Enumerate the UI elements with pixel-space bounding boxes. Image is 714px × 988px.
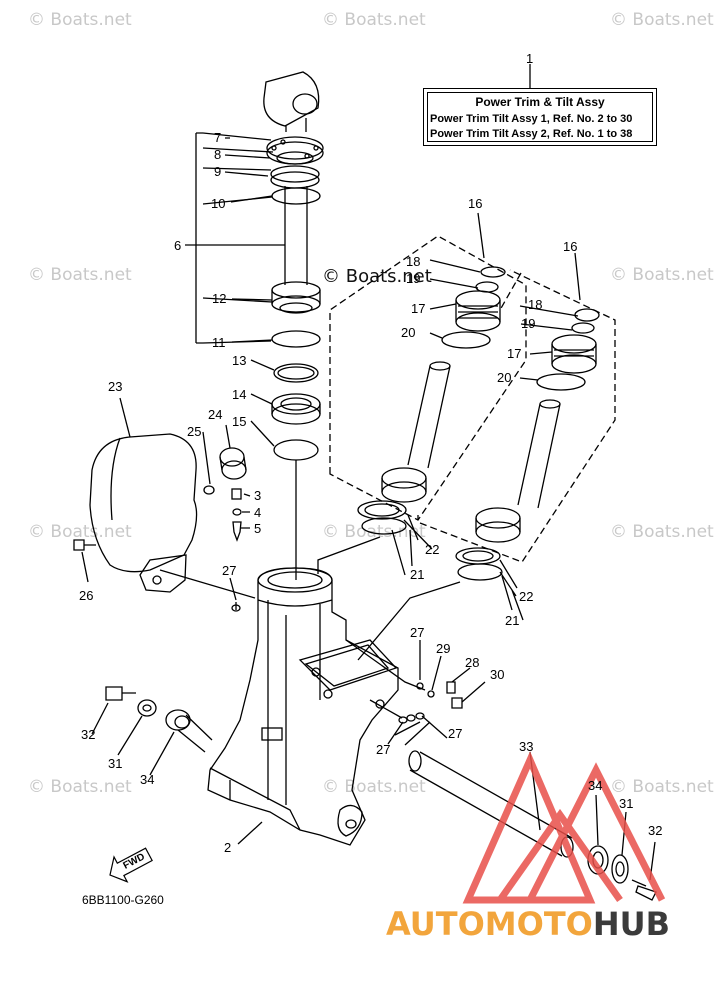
callout-1: 1 — [526, 51, 534, 66]
callout-19-a: 19 — [406, 271, 421, 286]
callout-29: 29 — [436, 641, 451, 656]
callout-34-left: 34 — [140, 772, 155, 787]
callout-22-b: 22 — [519, 589, 534, 604]
callout-18-b: 18 — [528, 297, 543, 312]
callout-27-right: 27 — [448, 726, 463, 741]
watermark: © Boats.net — [610, 10, 714, 30]
callout-30: 30 — [490, 667, 505, 682]
callout-14: 14 — [232, 387, 247, 402]
callout-20-b: 20 — [497, 370, 512, 385]
watermark: © Boats.net — [610, 265, 714, 285]
callout-16-b: 16 — [563, 239, 578, 254]
watermark: © Boats.net — [28, 522, 132, 542]
callout-25: 25 — [187, 424, 202, 439]
watermark: © Boats.net — [610, 777, 714, 797]
assembly-line-2: Power Trim Tilt Assy 2, Ref. No. 1 to 38 — [430, 128, 633, 140]
callout-32-right: 32 — [648, 823, 663, 838]
callout-34-right: 34 — [588, 778, 603, 793]
callout-13: 13 — [232, 353, 247, 368]
callout-8: 8 — [214, 147, 222, 162]
callout-9: 9 — [214, 164, 222, 179]
callout-17-a: 17 — [411, 301, 426, 316]
callout-18-a: 18 — [406, 254, 421, 269]
assembly-info-box: Power Trim & Tilt Assy Power Trim Tilt A… — [423, 88, 657, 146]
watermark: © Boats.net — [28, 10, 132, 30]
callout-10: 10 — [211, 196, 226, 211]
watermark: © Boats.net — [610, 522, 714, 542]
assembly-title: Power Trim & Tilt Assy — [475, 95, 605, 109]
callout-23: 23 — [108, 379, 123, 394]
automotohub-logo: AUTOMOTOHUB — [386, 905, 670, 943]
watermark: © Boats.net — [322, 522, 426, 542]
figure-code: 6BB1100-G260 — [82, 893, 164, 907]
callout-12: 12 — [212, 291, 227, 306]
logo-triangle-mark — [462, 751, 666, 904]
callout-31-right: 31 — [619, 796, 634, 811]
callout-20-a: 20 — [401, 325, 416, 340]
callout-16-a: 16 — [468, 196, 483, 211]
watermark: © Boats.net — [322, 10, 426, 30]
callout-33: 33 — [519, 739, 534, 754]
callout-24: 24 — [208, 407, 223, 422]
watermark: © Boats.net — [322, 777, 426, 797]
callout-11: 11 — [212, 335, 226, 350]
watermark-center: © Boats.net — [322, 266, 432, 287]
callout-4: 4 — [254, 505, 262, 520]
watermark: © Boats.net — [28, 777, 132, 797]
callout-22-a: 22 — [425, 542, 440, 557]
assembly-line-1: Power Trim Tilt Assy 1, Ref. No. 2 to 30 — [430, 113, 633, 125]
callout-3: 3 — [254, 488, 262, 503]
logo-text-primary: AUTOMOTO — [386, 905, 593, 943]
callout-27-left: 27 — [222, 563, 237, 578]
callout-31-left: 31 — [108, 756, 123, 771]
watermark: © Boats.net — [28, 265, 132, 285]
callout-27-bottom: 27 — [376, 742, 391, 757]
fwd-arrow-icon — [109, 847, 153, 883]
callout-26: 26 — [79, 588, 94, 603]
callout-32-left: 32 — [81, 727, 96, 742]
callout-6: 6 — [174, 238, 182, 253]
callout-19-b: 19 — [521, 316, 536, 331]
callout-17-b: 17 — [507, 346, 522, 361]
callout-15: 15 — [232, 414, 247, 429]
logo-text-secondary: HUB — [592, 905, 671, 943]
callout-21-a: 21 — [410, 567, 425, 582]
callout-2: 2 — [224, 840, 232, 855]
callout-27-top: 27 — [410, 625, 425, 640]
callout-7: 7 — [214, 130, 222, 145]
callout-21-b: 21 — [505, 613, 520, 628]
callout-5: 5 — [254, 521, 262, 536]
callout-28: 28 — [465, 655, 480, 670]
